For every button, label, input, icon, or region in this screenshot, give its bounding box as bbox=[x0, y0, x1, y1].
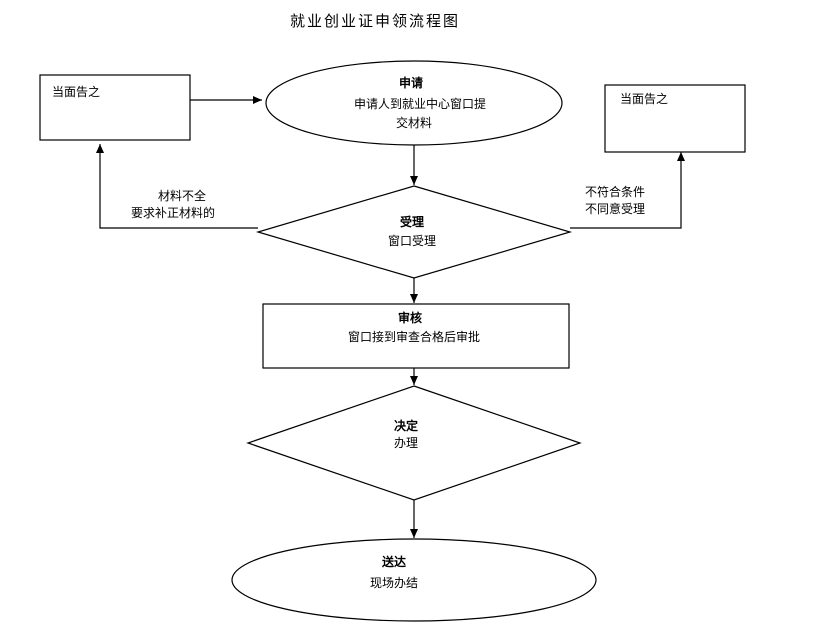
review-node: 审核 窗口接到审查合格后审批 bbox=[262, 303, 570, 369]
accept-heading: 受理 bbox=[400, 214, 424, 229]
decide-text: 办理 bbox=[394, 435, 418, 450]
apply-heading: 申请 bbox=[399, 75, 423, 90]
notify-left-text: 当面告之 bbox=[52, 85, 100, 99]
apply-line1: 申请人到就业中心窗口提 bbox=[354, 96, 486, 111]
deliver-heading: 送达 bbox=[381, 554, 406, 569]
left-edge-label-2: 要求补正材料的 bbox=[131, 205, 215, 220]
notify-left-box: 当面告之 bbox=[39, 74, 191, 141]
apply-node: 申请 申请人到就业中心窗口提 交材料 bbox=[265, 60, 563, 146]
deliver-node: 送达 现场办结 bbox=[231, 538, 597, 622]
review-text: 窗口接到审查合格后审批 bbox=[348, 329, 480, 344]
notify-right-text: 当面告之 bbox=[620, 92, 668, 106]
arrow-accept-to-notify-left bbox=[96, 144, 258, 229]
decide-heading: 决定 bbox=[394, 418, 418, 433]
review-heading: 审核 bbox=[398, 310, 422, 325]
accept-text: 窗口受理 bbox=[388, 234, 436, 248]
right-edge-label-1: 不符合条件 bbox=[585, 184, 645, 199]
accept-node: 受理 窗口受理 bbox=[255, 185, 573, 279]
deliver-text: 现场办结 bbox=[370, 575, 418, 590]
right-edge-label-2: 不同意受理 bbox=[585, 201, 645, 216]
arrow-accept-to-notify-right bbox=[570, 152, 685, 229]
notify-right-box: 当面告之 bbox=[604, 84, 746, 153]
decide-node: 决定 办理 bbox=[246, 385, 582, 501]
diagram-title: 就业创业证申领流程图 bbox=[290, 12, 460, 30]
left-edge-label-1: 材料不全 bbox=[158, 188, 206, 203]
apply-line2: 交材料 bbox=[396, 115, 432, 130]
